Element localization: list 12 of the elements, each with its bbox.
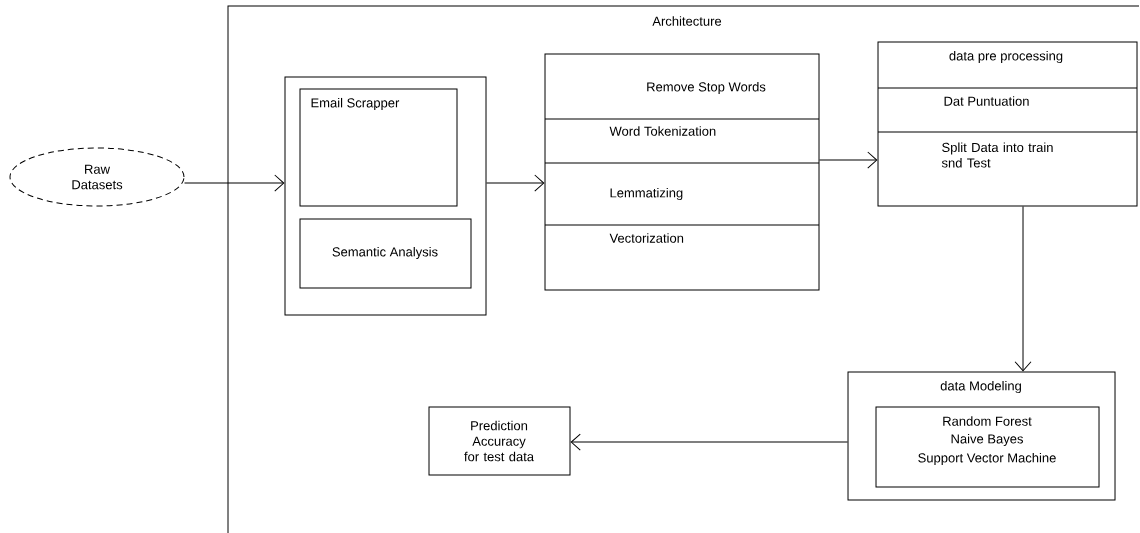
process-box: data pre processing Dat Puntuation Split Data into train snd Test <box>877 41 1138 207</box>
arrow <box>570 433 848 451</box>
arrow <box>819 151 878 169</box>
process-box: Random Forest Naive Bayes Support Vector Machine <box>875 406 1100 488</box>
process-box: Remove Stop Words Word Tokenization Lemmatizing Vectorization <box>544 53 820 291</box>
arrow <box>184 174 285 192</box>
arrow <box>486 174 545 192</box>
arrow <box>1014 206 1032 372</box>
process-box: Semantic Analysis <box>299 218 472 289</box>
group-box <box>284 76 487 316</box>
process-box: Email Scrapper <box>299 88 458 207</box>
process-box: Prediction Accuracy for test data <box>428 406 571 476</box>
